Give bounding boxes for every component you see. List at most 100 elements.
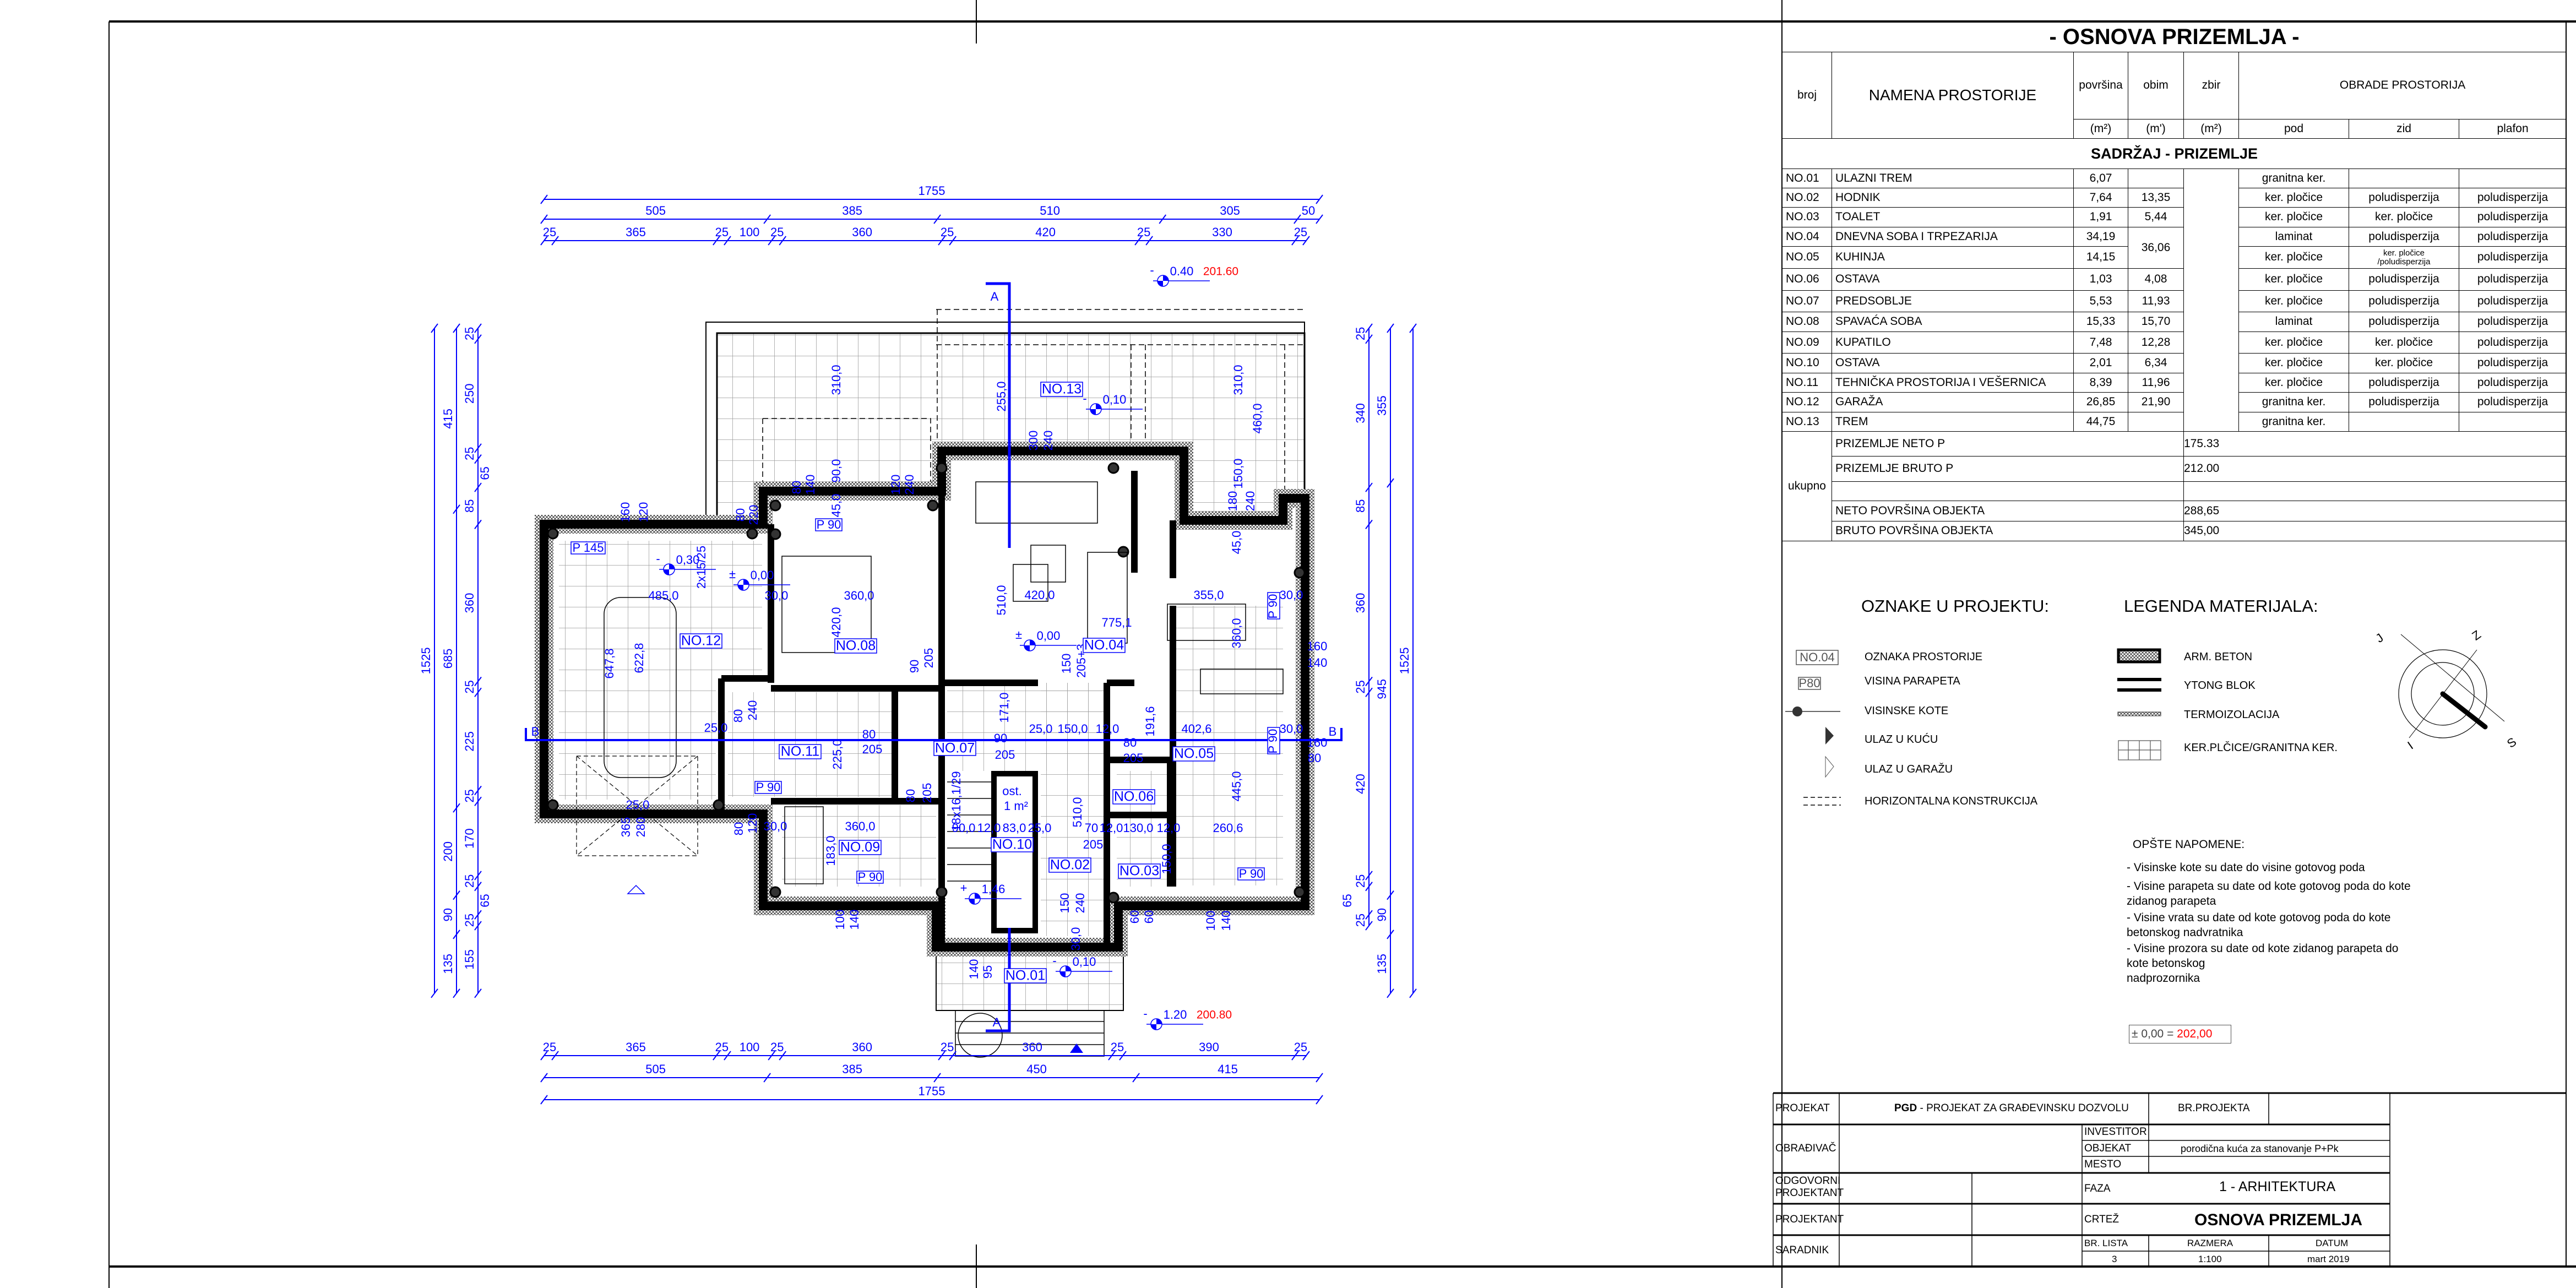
dimension-label: 360 <box>1022 1040 1042 1054</box>
interior-dimension-label: 12,0 <box>977 821 1001 835</box>
bathtub <box>784 806 824 884</box>
cell-povrsina: 26,85 <box>2073 392 2128 412</box>
parapet-tag-box <box>1237 867 1265 881</box>
tb-objekat-value: porodična kuća za stanovanje P+Pk <box>2181 1143 2339 1154</box>
tb-crtez-label: CRTEŽ <box>2084 1214 2119 1225</box>
dimension-label: 340 <box>1354 403 1367 423</box>
cell-naziv: GARAŽA <box>1832 392 2074 412</box>
interior-dimension-label: 420,0 <box>1024 588 1055 602</box>
legend-oznaka-label: ULAZ U KUĆU <box>1865 733 1938 746</box>
room-tag-box <box>779 744 822 759</box>
legend-material-label: YTONG BLOK <box>2184 680 2256 692</box>
dimension-label: 420 <box>1354 774 1367 794</box>
dimension-label: 25 <box>1354 914 1367 927</box>
totals-name: PRIZEMLJE NETO P <box>1832 431 2184 456</box>
interior-dimension-label: 140 <box>967 959 981 980</box>
unit-pod: pod <box>2238 119 2349 139</box>
dimension-label: 25 <box>715 225 729 239</box>
cell-povrsina: 7,64 <box>2073 188 2128 208</box>
unit-zbir: (m²) <box>2183 119 2239 139</box>
interior-dimension-label: 510,0 <box>994 585 1008 615</box>
dimension-tick <box>1365 921 1373 931</box>
level-sign: - <box>656 552 660 566</box>
column-icon <box>769 886 781 898</box>
interior-dimension-label: 255,0 <box>994 381 1008 411</box>
concrete-hatch-icon <box>2117 648 2161 664</box>
dimension-label: 25 <box>941 225 954 239</box>
room-tag: NO.02 <box>1050 857 1090 873</box>
cell-naziv: OSTAVA <box>1832 268 2074 291</box>
room-schedule-table: - OSNOVA PRIZEMLJA - broj NAMENA PROSTOR… <box>1781 21 2567 541</box>
interior-dimension-label: 140 <box>1307 656 1328 670</box>
interior-dimension-label: 183,0 <box>824 835 838 866</box>
room-tag: NO.08 <box>836 638 876 654</box>
interior-dimension-label: 60 <box>1142 910 1156 923</box>
dimension-label: 90 <box>441 908 455 921</box>
dimension-tick <box>1316 214 1323 224</box>
datum-prefix: ± 0,00 = <box>2132 1028 2177 1040</box>
dimension-label: 50 <box>1302 204 1315 218</box>
interior-dimension-label: 510,0 <box>1070 797 1084 827</box>
cell-pod: ker. pločice <box>2238 373 2349 393</box>
interior-dimension-label: 205 <box>995 748 1015 762</box>
bed <box>781 556 872 653</box>
column-icon <box>1107 462 1119 474</box>
dimension-label: 85 <box>463 499 476 512</box>
cell-obim: 5,44 <box>2128 207 2184 227</box>
dimension-tick <box>1409 988 1417 998</box>
dimension-tick <box>1316 1095 1323 1105</box>
tb-br-lista-value: 3 <box>2112 1254 2117 1264</box>
interior-dimension-label: 80 <box>731 709 745 722</box>
cell-zid <box>2349 169 2459 188</box>
cell-broj: NO.09 <box>1782 331 1832 354</box>
parapet-tag: P 90 <box>1266 594 1280 619</box>
room-tag-box <box>1040 382 1083 397</box>
room-tag: NO.05 <box>1174 746 1214 762</box>
dimension-label: 25 <box>463 447 476 460</box>
section-label-b: B <box>1329 725 1337 738</box>
tb-projektant-label: PROJEKTANT <box>1775 1214 1844 1225</box>
room-tag-box <box>834 638 877 654</box>
tiled-floor <box>1173 606 1283 885</box>
interior-dimension-label: 150,0 <box>1231 458 1245 488</box>
cell-pod: granitna ker. <box>2238 392 2349 412</box>
cell-pod: ker. pločice <box>2238 207 2349 227</box>
interior-dimension-label: 80 <box>733 508 747 521</box>
tb-crtez-value: OSNOVA PRIZEMLJA <box>2194 1211 2363 1229</box>
parapet-tag-icon <box>1798 677 1821 690</box>
level-mark-icon <box>1024 640 1035 651</box>
level-mark-icon <box>664 564 675 575</box>
room-tag-box <box>839 840 882 855</box>
tb-faza-value: 1 - ARHITEKTURA <box>2219 1179 2336 1194</box>
dimension-label: 225 <box>463 731 476 752</box>
level-absolute: 201.60 <box>1203 265 1238 278</box>
room-tag-box <box>1004 968 1047 983</box>
level-sign: ± <box>729 567 736 581</box>
interior-dimension-label: 485,0 <box>648 589 678 602</box>
dimension-label: 25 <box>715 1040 729 1054</box>
compass-letter: J <box>2373 631 2385 645</box>
garage-canopy-dashed <box>576 756 698 856</box>
cell-zid: poludisperzija <box>2349 188 2459 208</box>
cell-broj: NO.08 <box>1782 312 1832 332</box>
level-sign: + <box>960 881 968 895</box>
totals-value: 212.00 <box>2183 456 2567 482</box>
interior-dimension-label: 80 <box>904 789 917 802</box>
cell-zid: ker. pločice <box>2349 207 2459 227</box>
compass-inner-circle <box>2411 662 2475 726</box>
interior-dimension-label: 100 <box>833 910 847 930</box>
unit-zid: zid <box>2349 119 2459 139</box>
interior-dimension-label: 420,0 <box>829 607 843 637</box>
tb-datum-label: DATUM <box>2316 1238 2349 1248</box>
interior-dimension-label: 240 <box>746 700 759 721</box>
dimension-label: 25 <box>543 225 556 239</box>
room-tag-box <box>1172 746 1215 762</box>
title-block-grid <box>1773 1092 2566 1268</box>
column-icon <box>547 799 559 811</box>
dimension-label: 25 <box>770 1040 784 1054</box>
cell-pod: laminat <box>2238 312 2349 332</box>
dimension-label: 170 <box>463 828 476 849</box>
dimension-label: 385 <box>842 1062 862 1076</box>
